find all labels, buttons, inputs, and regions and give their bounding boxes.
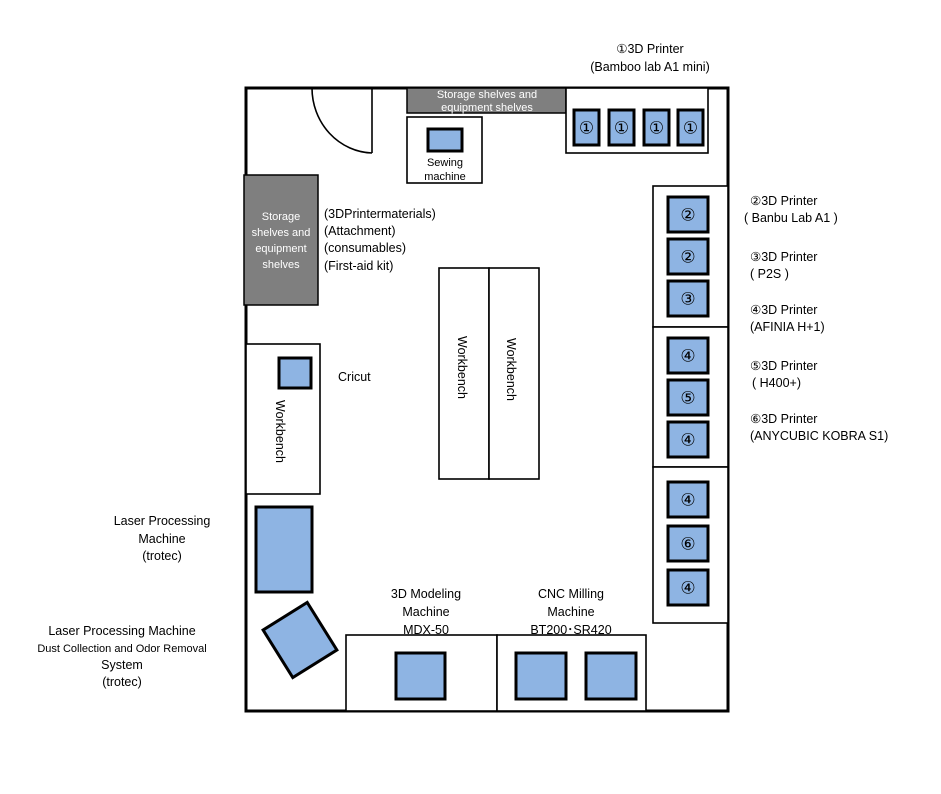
printer-r2: ③	[666, 279, 710, 318]
svg-text:②3D Printer: ②3D Printer	[750, 194, 817, 208]
svg-text:Machine: Machine	[547, 605, 594, 619]
svg-text:(trotec): (trotec)	[102, 675, 142, 689]
svg-text:(trotec): (trotec)	[142, 549, 182, 563]
svg-text:Storage shelves and: Storage shelves and	[437, 89, 537, 101]
printer-number: ②	[680, 206, 695, 225]
printer-number: ①	[683, 119, 698, 138]
svg-text:MDX-50: MDX-50	[403, 623, 449, 637]
printer-number: ①	[649, 119, 664, 138]
bottom-benches	[345, 634, 647, 712]
svg-text:CNC Milling: CNC Milling	[538, 587, 604, 601]
svg-text:BT200･SR420: BT200･SR420	[530, 623, 611, 637]
printer-1: ①	[607, 108, 636, 147]
cricut-machine	[277, 356, 313, 390]
laser-processing-machine	[254, 505, 314, 594]
printer-r3: ④	[666, 336, 710, 375]
sewing-machine	[426, 127, 464, 153]
right-printer-benches: ② ② ③ ④ ⑤ ④ ④ ⑥ ④	[652, 185, 729, 624]
svg-text:Machine: Machine	[402, 605, 449, 619]
cnc-milling-machine-1	[514, 651, 568, 701]
svg-text:(First-aid kit): (First-aid kit)	[324, 259, 393, 273]
svg-text:Workbench: Workbench	[504, 338, 518, 401]
svg-text:shelves: shelves	[262, 259, 300, 271]
svg-text:Laser Processing Machine: Laser Processing Machine	[48, 624, 195, 638]
printer-r7: ⑥	[666, 524, 710, 563]
printer-number: ⑤	[680, 389, 695, 408]
printer-r4: ⑤	[666, 378, 710, 417]
svg-text:machine: machine	[424, 171, 466, 183]
svg-text:equipment: equipment	[255, 243, 306, 255]
top-storage-shelf: Storage shelves and equipment shelves	[406, 87, 567, 114]
svg-text:(consumables): (consumables)	[324, 241, 406, 255]
left-workbench: Workbench	[245, 343, 321, 495]
svg-text:Sewing: Sewing	[427, 157, 463, 169]
svg-text:Workbench: Workbench	[273, 400, 287, 463]
printer-number: ④	[680, 491, 695, 510]
svg-text:(Attachment): (Attachment)	[324, 224, 396, 238]
printer-r6: ④	[666, 480, 710, 519]
svg-text:(AFINIA H+1): (AFINIA H+1)	[750, 320, 825, 334]
svg-text:shelves and: shelves and	[252, 227, 311, 239]
svg-text:( P2S ): ( P2S )	[750, 267, 789, 281]
svg-text:( H400+): ( H400+)	[752, 376, 801, 390]
cnc-milling-machine-2	[584, 651, 638, 701]
svg-text:( Banbu Lab A1 ): ( Banbu Lab A1 )	[744, 211, 838, 225]
svg-text:equipment shelves: equipment shelves	[441, 102, 533, 114]
printer-r0: ②	[666, 195, 710, 234]
printer-number: ②	[680, 248, 695, 267]
svg-text:Storage: Storage	[262, 211, 301, 223]
dust-collection-system	[261, 600, 339, 680]
svg-text:Laser Processing: Laser Processing	[114, 514, 211, 528]
svg-text:System: System	[101, 658, 143, 672]
cricut-label: Cricut	[338, 370, 371, 384]
printer-legend: ②3D Printer ( Banbu Lab A1 ) ③3D Printer…	[744, 194, 888, 443]
svg-text:3D Modeling: 3D Modeling	[391, 587, 461, 601]
printer-3: ①	[676, 108, 705, 147]
svg-text:Dust Collection and Odor Remov: Dust Collection and Odor Removal	[37, 643, 206, 655]
modeling-label: 3D Modeling Machine MDX-50	[391, 587, 461, 637]
legend-printer-1-model: (Bamboo lab A1 mini)	[590, 60, 710, 74]
svg-text:④3D Printer: ④3D Printer	[750, 303, 817, 317]
door	[311, 87, 373, 154]
printer-number: ①	[614, 119, 629, 138]
legend-printer-1-title: ①3D Printer	[616, 42, 683, 56]
printer-2: ①	[642, 108, 671, 147]
svg-text:(ANYCUBIC KOBRA S1): (ANYCUBIC KOBRA S1)	[750, 429, 888, 443]
shelf-contents: (3DPrintermaterials) (Attachment) (consu…	[324, 207, 436, 273]
center-workbenches: Workbench Workbench	[438, 267, 540, 480]
3d-modeling-machine	[394, 651, 447, 701]
laser-label: Laser Processing Machine (trotec)	[114, 514, 211, 563]
sewing-machine-area: Sewing machine	[406, 116, 483, 184]
printer-number: ③	[680, 290, 695, 309]
printer-number: ④	[680, 579, 695, 598]
svg-text:Workbench: Workbench	[455, 336, 469, 399]
svg-text:③3D Printer: ③3D Printer	[750, 250, 817, 264]
printer-number: ①	[579, 119, 594, 138]
dust-label: Laser Processing Machine Dust Collection…	[37, 624, 206, 689]
svg-text:⑤3D Printer: ⑤3D Printer	[750, 359, 817, 373]
cnc-label: CNC Milling Machine BT200･SR420	[530, 587, 611, 637]
printer-number: ⑥	[680, 535, 695, 554]
printer-number: ④	[680, 347, 695, 366]
printer-r1: ②	[666, 237, 710, 276]
printer-r8: ④	[666, 568, 710, 607]
printer-number: ④	[680, 431, 695, 450]
printer-r5: ④	[666, 420, 710, 459]
left-storage-shelf: Storage shelves and equipment shelves	[243, 174, 319, 306]
svg-text:(3DPrintermaterials): (3DPrintermaterials)	[324, 207, 436, 221]
printer-0: ①	[572, 108, 601, 147]
svg-text:Machine: Machine	[138, 532, 185, 546]
svg-text:⑥3D Printer: ⑥3D Printer	[750, 412, 817, 426]
